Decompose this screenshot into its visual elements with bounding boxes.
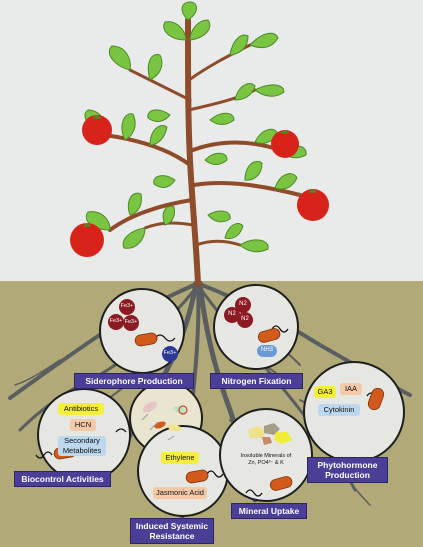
biocontrol-label: Biocontrol Activities	[14, 471, 111, 487]
ethylene-tag: Ethylene	[161, 452, 199, 464]
nh3-label: NH3	[257, 347, 277, 353]
mineral-label: Mineral Uptake	[231, 503, 307, 519]
siderophore-label: Siderophore Production	[74, 373, 194, 389]
isr-line-2: Resistance	[134, 531, 210, 541]
tomato	[271, 130, 299, 158]
secondary-line-2: Metabolites	[58, 446, 106, 456]
phytohormone-line-2: Production	[311, 470, 384, 480]
nitrogen-label: Nitrogen Fixation	[210, 373, 303, 389]
antibiotics-tag: Antibiotics	[58, 403, 104, 415]
jasmonic-tag: Jasmonic Acid	[153, 487, 207, 499]
iaa-tag: IAA	[340, 383, 362, 395]
phytohormone-label: Phytohormone Production	[307, 457, 388, 483]
n2-label: N2	[235, 301, 251, 307]
tomato	[82, 115, 112, 145]
mineral-line-1: Insoluble Minerals of	[232, 453, 300, 460]
secondary-tag: Secondary Metabolites	[58, 436, 106, 456]
n2-label: N2	[237, 316, 253, 322]
phytohormone-line-1: Phytohormone	[311, 460, 384, 470]
cytokinin-tag: Cytokinin	[318, 404, 360, 416]
tomato	[297, 189, 329, 221]
tomato	[70, 223, 104, 257]
isr-line-1: Induced Systemic	[134, 521, 210, 531]
hcn-tag: HCN	[70, 419, 96, 431]
mineral-text: Insoluble Minerals of Zn, PO4³⁻ & K	[232, 453, 300, 467]
isr-label: Induced Systemic Resistance	[130, 518, 214, 544]
isr-circle	[138, 426, 228, 516]
fe3-label: Fe3+	[161, 350, 179, 356]
mineral-line-2: Zn, PO4³⁻ & K	[232, 460, 300, 467]
secondary-line-1: Secondary	[58, 436, 106, 446]
fe3-label: Fe3+	[118, 303, 136, 309]
nitrogen-circle	[214, 285, 298, 369]
ga3-tag: GA3	[314, 386, 336, 398]
fe3-label: Fe3+	[122, 319, 140, 325]
